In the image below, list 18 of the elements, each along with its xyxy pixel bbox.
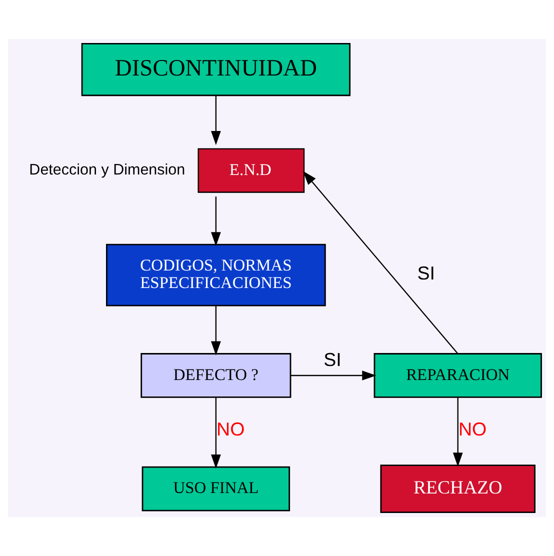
node-box: CODIGOS, NORMAS ESPECIFICACIONES: [106, 244, 326, 306]
edge-label: SI: [324, 348, 342, 370]
node-box: DISCONTINUIDAD: [81, 43, 351, 96]
edge-label: NO: [458, 418, 487, 440]
edge-label: SI: [417, 262, 436, 284]
arrow: [302, 170, 458, 354]
arrow: [211, 196, 221, 246]
arrow: [211, 306, 221, 356]
node-label: Deteccion y Dimension: [29, 162, 186, 179]
node-box: REPARACION: [374, 353, 542, 398]
arrow: [211, 95, 221, 146]
edge-label: NO: [216, 418, 245, 440]
node-box: USO FINAL: [142, 466, 290, 512]
node-box: RECHAZO: [380, 464, 536, 513]
arrow: [211, 398, 221, 469]
arrow: [452, 398, 463, 467]
node-box: DEFECTO ?: [140, 353, 292, 398]
arrow: [290, 370, 376, 380]
